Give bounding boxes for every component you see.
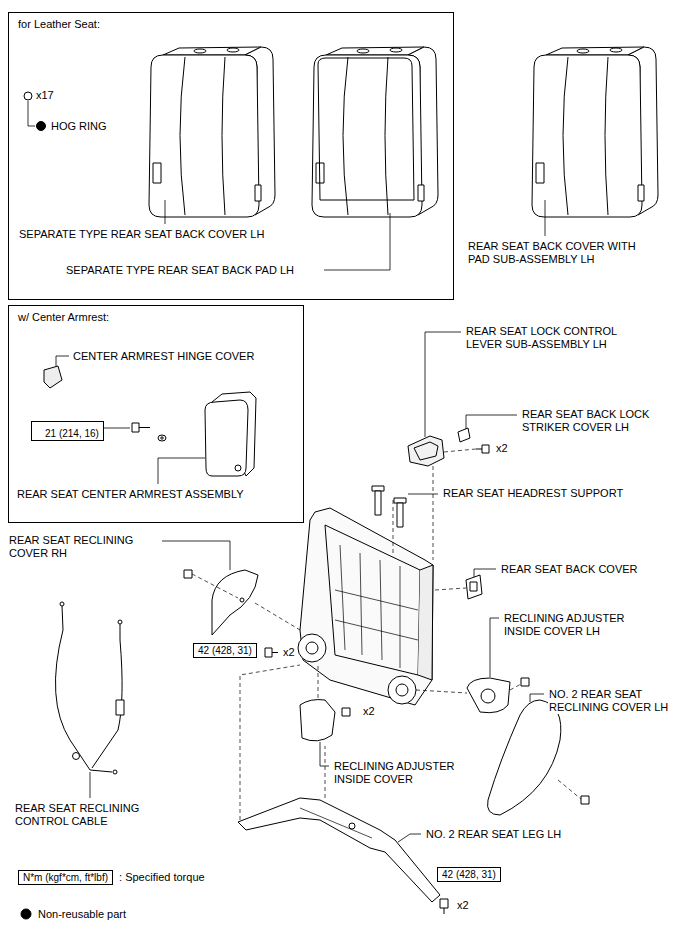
part-label: REAR SEAT BACK COVER WITH PAD SUB-ASSEMB… xyxy=(467,240,654,266)
quantity-label: x2 xyxy=(456,899,470,912)
torque-box: 21 (214, 16) xyxy=(31,421,104,441)
panel-heading: for Leather Seat: xyxy=(9,13,453,30)
torque-value: 21 (214, 16) xyxy=(36,423,99,439)
part-label: REAR SEAT RECLINING COVER RH xyxy=(8,534,160,560)
part-label: SEPARATE TYPE REAR SEAT BACK PAD LH xyxy=(65,264,295,277)
quantity-label: x2 xyxy=(362,705,376,718)
part-label: HOG RING xyxy=(50,120,108,133)
legend-torque-box: N*m (kgf*cm, ft*lbf) xyxy=(18,870,113,885)
quantity-label: x17 xyxy=(35,89,55,102)
torque-value: N*m (kgf*cm, ft*lbf) xyxy=(23,872,108,883)
torque-value: 42 (428, 31) xyxy=(198,645,252,656)
part-label: REAR SEAT LOCK CONTROL LEVER SUB-ASSEMBL… xyxy=(465,325,637,351)
quantity-label: x2 xyxy=(282,646,296,659)
part-label: RECLINING ADJUSTER INSIDE COVER LH xyxy=(503,612,655,638)
part-label: CENTER ARMREST HINGE COVER xyxy=(72,350,255,363)
torque-box: 42 (428, 31) xyxy=(193,643,257,658)
part-label: SEPARATE TYPE REAR SEAT BACK COVER LH xyxy=(18,228,265,241)
part-label: REAR SEAT HEADREST SUPPORT xyxy=(442,487,624,500)
legend-text: Non-reusable part xyxy=(37,908,127,921)
part-label: REAR SEAT RECLINING CONTROL CABLE xyxy=(14,802,166,828)
torque-value: 42 (428, 31) xyxy=(442,869,496,880)
legend-text: : Specified torque xyxy=(118,871,206,884)
part-label: REAR SEAT BACK LOCK STRIKER COVER LH xyxy=(521,408,673,434)
part-label: NO. 2 REAR SEAT RECLINING COVER LH xyxy=(548,688,680,714)
part-label: REAR SEAT CENTER ARMREST ASSEMBLY xyxy=(16,488,245,501)
quantity-label: x2 xyxy=(495,442,509,455)
part-label: REAR SEAT BACK COVER xyxy=(500,563,639,576)
torque-box: 42 (428, 31) xyxy=(437,867,501,882)
part-label: NO. 2 REAR SEAT LEG LH xyxy=(425,828,562,841)
option-panel: for Leather Seat: xyxy=(8,12,454,300)
panel-heading: w/ Center Armrest: xyxy=(9,306,303,323)
part-label: RECLINING ADJUSTER INSIDE COVER xyxy=(333,760,475,786)
